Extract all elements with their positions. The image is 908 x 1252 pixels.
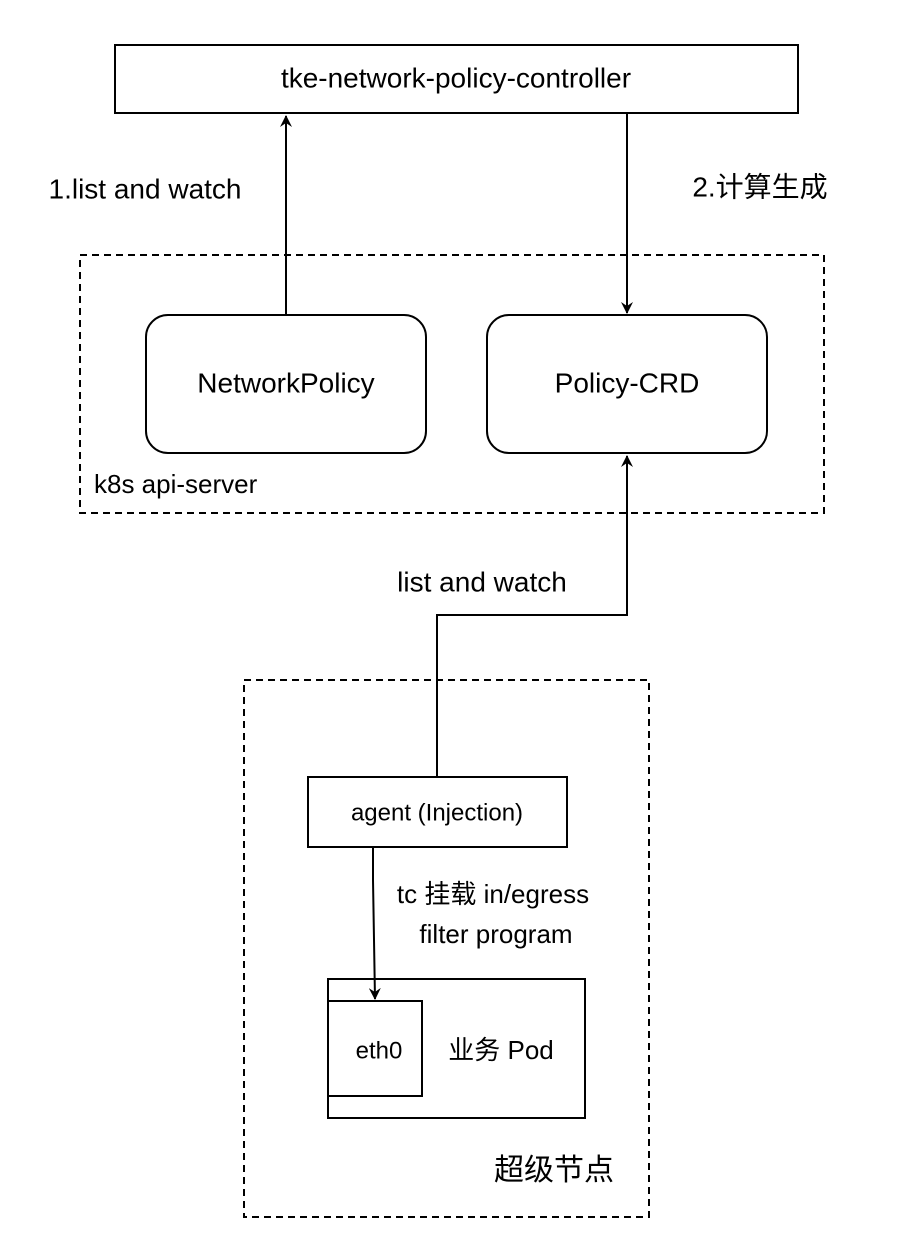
agent-watch-label: list and watch bbox=[397, 566, 567, 597]
business-pod-label: 业务 Pod bbox=[448, 1035, 554, 1065]
tc-attach-arrow bbox=[368, 848, 381, 1000]
step2-label: 2.计算生成 bbox=[692, 171, 827, 202]
policy-crd-box bbox=[486, 314, 768, 454]
agent-box bbox=[307, 776, 568, 848]
super-node-group bbox=[243, 679, 650, 1218]
api-server-group bbox=[79, 254, 825, 514]
agent-watch-arrow bbox=[436, 455, 633, 776]
eth0-label: eth0 bbox=[356, 1037, 403, 1064]
network-policy-label: NetworkPolicy bbox=[197, 367, 374, 398]
policy-crd-label: Policy-CRD bbox=[555, 367, 700, 398]
api-server-group-label: k8s api-server bbox=[94, 469, 258, 499]
tc-label-line1: tc 挂载 in/egress bbox=[397, 879, 589, 909]
tc-label-line2: filter program bbox=[419, 919, 572, 949]
network-policy-box bbox=[145, 314, 427, 454]
eth0-box bbox=[327, 1000, 423, 1097]
agent-label: agent (Injection) bbox=[351, 799, 523, 826]
super-node-group-label: 超级节点 bbox=[494, 1154, 614, 1187]
step1-label: 1.list and watch bbox=[49, 173, 242, 204]
controller-label: tke-network-policy-controller bbox=[281, 62, 631, 93]
controller-box bbox=[114, 44, 799, 114]
